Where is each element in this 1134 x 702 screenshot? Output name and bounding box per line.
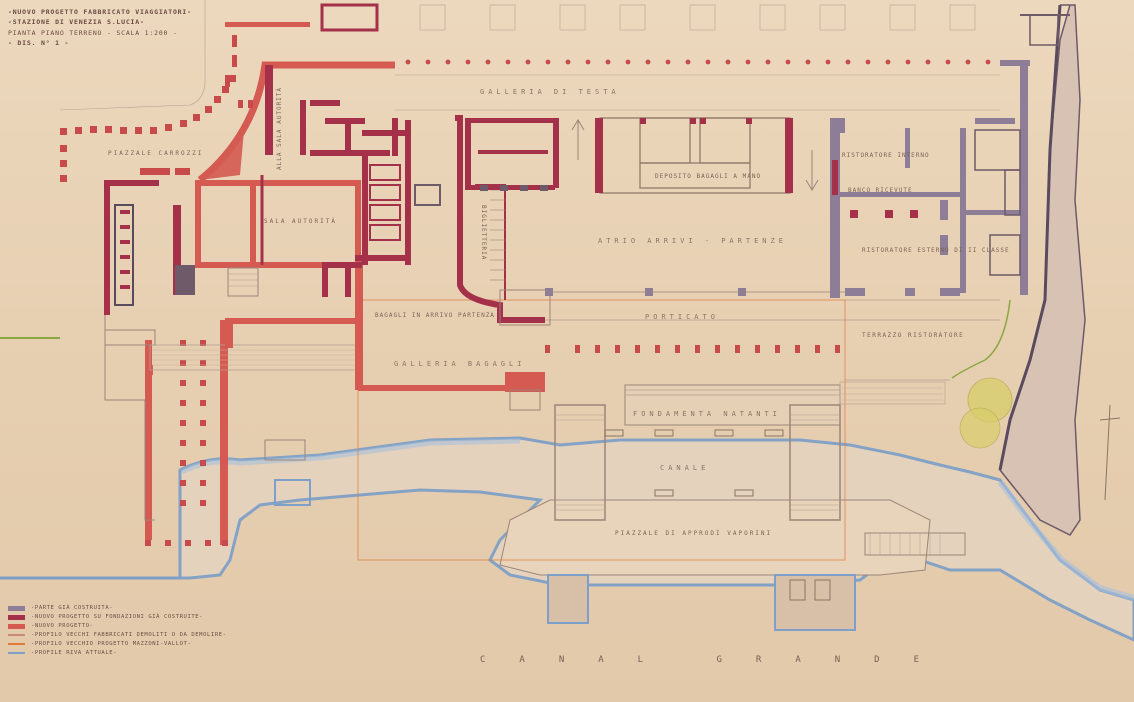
label-alla-sala: ALLA SALA AUTORITÀ <box>276 86 283 170</box>
old-project-outline <box>357 299 846 561</box>
label-galleria-bagagli: GALLERIA BAGAGLI <box>394 360 526 368</box>
label-fondamenta: FONDAMENTA NATANTI <box>633 410 781 418</box>
legend-item: -NUOVO PROGETTO SU FONDAZIONI GIÀ COSTRU… <box>8 613 227 621</box>
label-atrio: ATRIO ARRIVI - PARTENZE <box>598 237 787 245</box>
curved-wall <box>197 61 395 183</box>
legend-swatch <box>8 605 25 611</box>
label-biglietteria: BIGLIETTERIA <box>480 205 487 261</box>
legend-label: -PARTE GIÀ COSTRUITA- <box>31 605 114 611</box>
label-canal-grande: CANAL GRANDE <box>480 655 954 665</box>
label-canale: CANALE <box>660 464 710 472</box>
legend-item: -PARTE GIÀ COSTRUITA- <box>8 604 227 612</box>
title-line-3: PIANTA PIANO TERRENO - SCALA 1:200 - <box>8 29 178 37</box>
label-ristoratore-interno: RISTORATORE INTERNO <box>842 152 930 159</box>
title-line-4: - DIS. N° 1 - <box>8 39 70 47</box>
legend-item: -PROFILO VECCHIO PROGETTO MAZZONI-VALLOT… <box>8 640 227 648</box>
label-deposito: DEPOSITO BAGAGLI A MANO <box>655 173 762 180</box>
label-ristoratore-esterno: RISTORATORE ESTERNO DI II CLASSE <box>862 247 1010 254</box>
label-sala-autorita: SALA AUTORITÀ <box>264 218 337 225</box>
galleria-columns <box>405 59 991 65</box>
legend-item: -NUOVO PROGETTO- <box>8 622 227 630</box>
legend-label: -NUOVO PROGETTO SU FONDAZIONI GIÀ COSTRU… <box>31 614 204 620</box>
piazzale-approdi-outline <box>499 499 931 576</box>
label-galleria-testa: GALLERIA DI TESTA <box>480 88 620 96</box>
legend-swatch <box>8 614 25 620</box>
legend-swatch <box>8 643 25 645</box>
label-porticato: PORTICATO <box>645 313 719 321</box>
legend-label: -PROFILO VECCHIO PROGETTO MAZZONI-VALLOT… <box>31 641 192 647</box>
title-line-1: -NUOVO PROGETTO FABBRICATO VIAGGIATORI- <box>8 8 192 16</box>
legend-swatch <box>8 623 25 629</box>
legend-swatch <box>8 634 25 636</box>
legend-label: -NUOVO PROGETTO- <box>31 623 94 629</box>
east-bank <box>999 4 1086 536</box>
legend-item: -PROFILO VECCHI FABBRICATI DEMOLITI O DA… <box>8 631 227 639</box>
label-piazzale-approdi: PIAZZALE DI APPRODI VAPORINI <box>615 530 773 537</box>
legend-item: -PROFILE RIVA ATTUALE- <box>8 649 227 657</box>
legend-label: -PROFILO VECCHI FABBRICATI DEMOLITI O DA… <box>31 632 227 638</box>
label-bagagli-arrivi: BAGAGLI IN ARRIVO PARTENZA <box>375 312 495 319</box>
legend: -PARTE GIÀ COSTRUITA- -NUOVO PROGETTO SU… <box>8 604 227 658</box>
legend-label: -PROFILE RIVA ATTUALE- <box>31 650 118 656</box>
label-piazzale-carrozzi: PIAZZALE CARROZZI <box>108 150 204 157</box>
title-line-2: -STAZIONE DI VENEZIA S.LUCIA- <box>8 18 145 26</box>
label-banco: BANCO RICEVUTE <box>848 187 913 194</box>
label-terrazzo: TERRAZZO RISTORATORE <box>862 332 965 339</box>
legend-swatch <box>8 652 25 654</box>
